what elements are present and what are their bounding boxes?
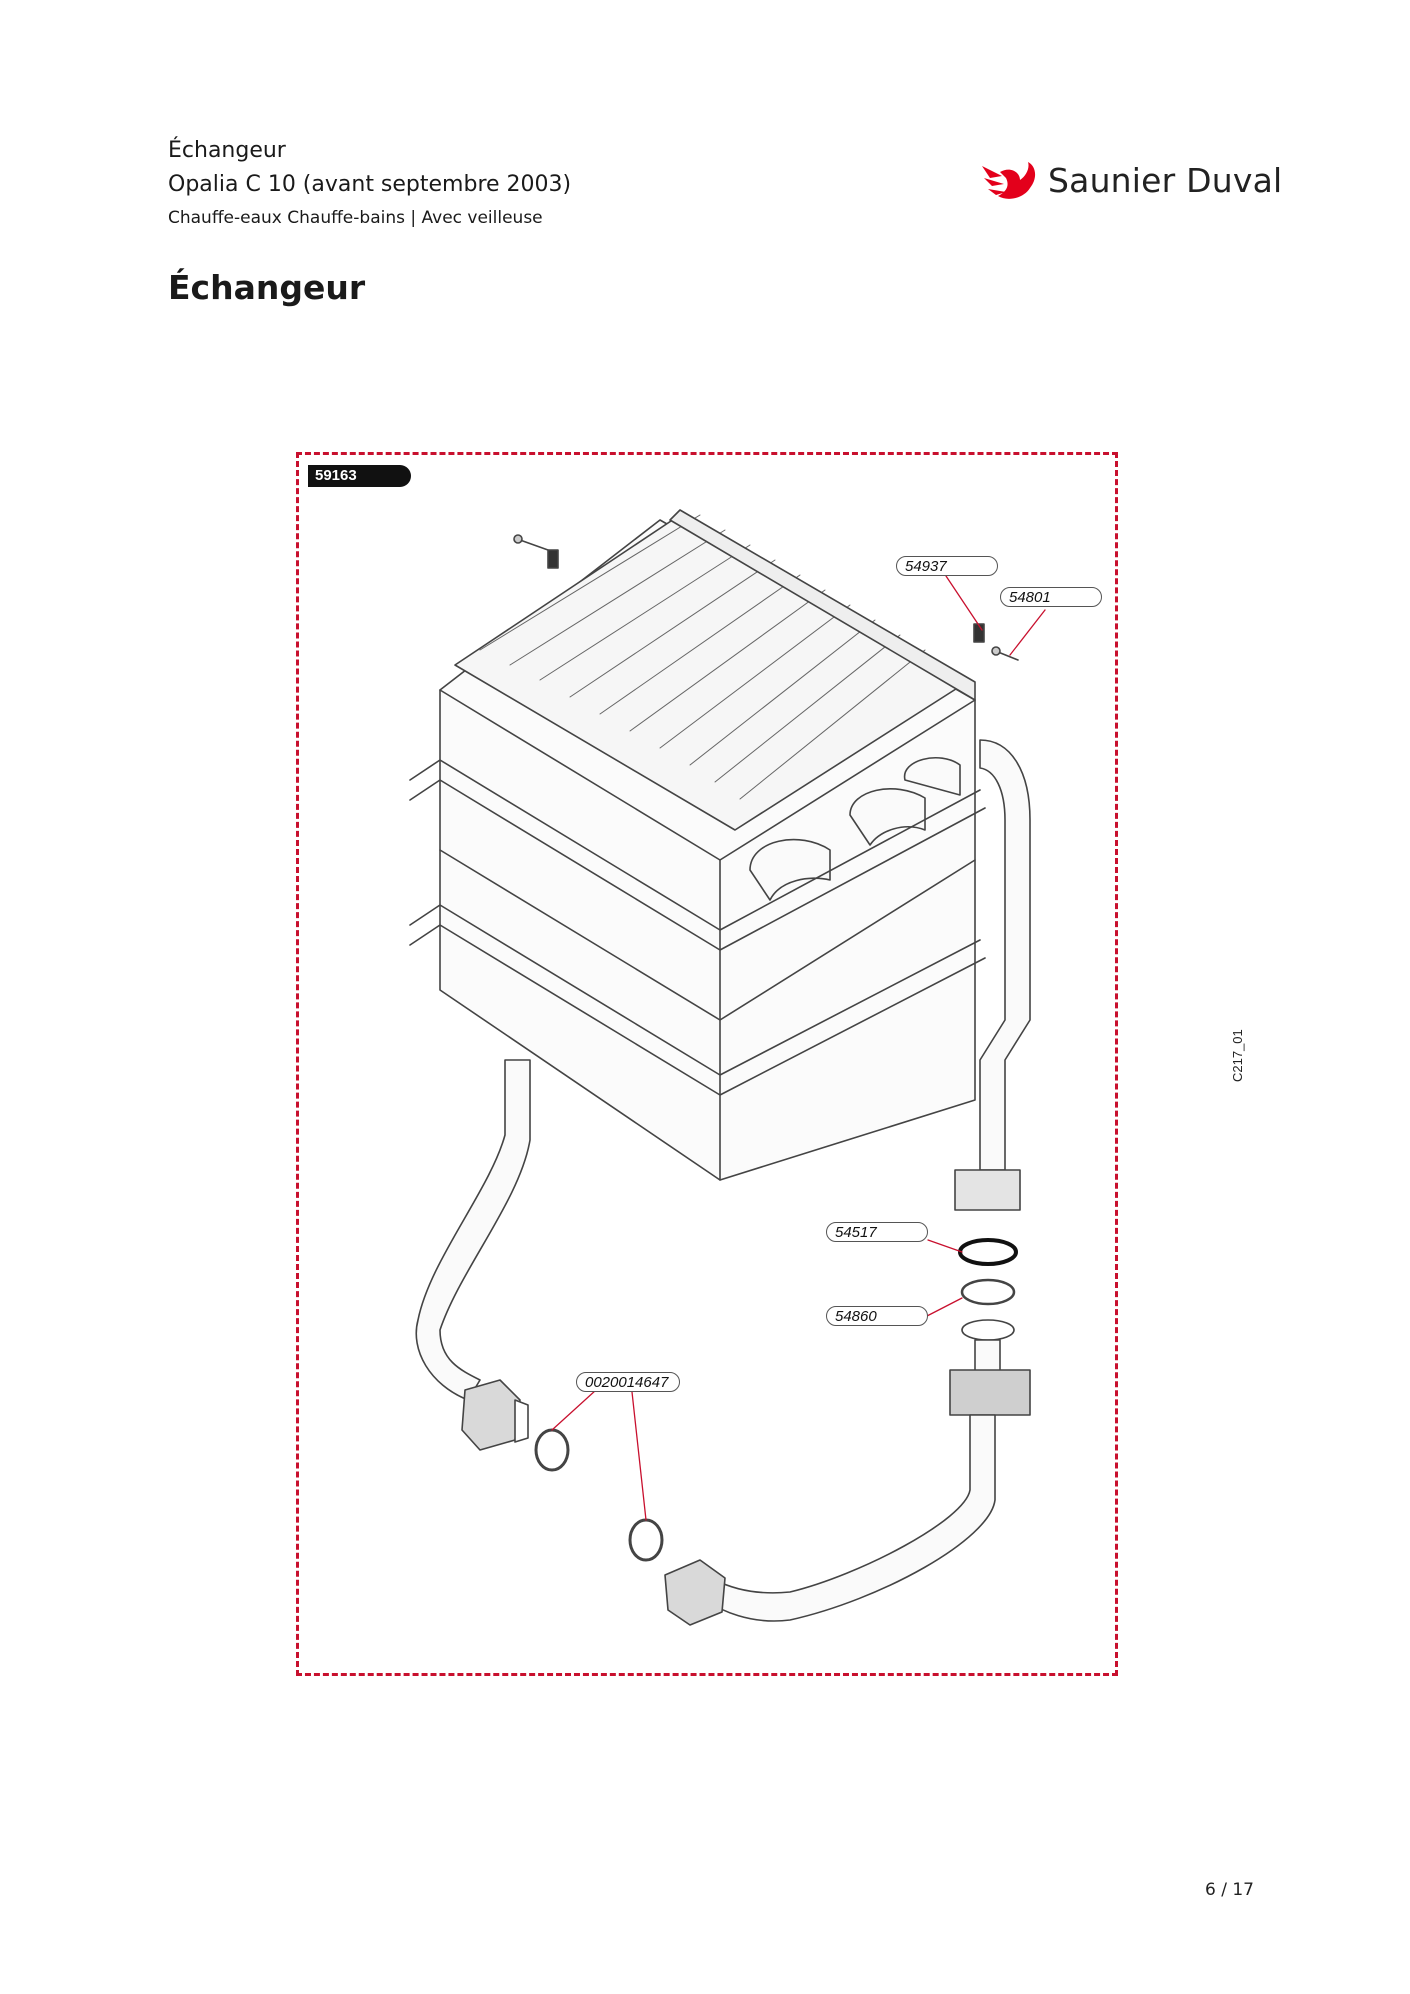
brand-name: Saunier Duval — [1048, 160, 1283, 200]
o-ring-thin — [960, 1278, 1016, 1306]
lower-nut — [664, 1559, 726, 1626]
screw-right — [973, 623, 1019, 661]
callout-54860: 54860 — [826, 1306, 928, 1326]
header-model: Opalia C 10 (avant septembre 2003) — [168, 172, 572, 197]
screw-top — [513, 534, 559, 569]
left-nut — [461, 1379, 521, 1451]
page-heading: Échangeur — [168, 268, 366, 307]
header-category: Chauffe-eaux Chauffe-bains | Avec veille… — [168, 208, 543, 228]
page-number: 6 / 17 — [1205, 1880, 1254, 1900]
callout-54937: 54937 — [896, 556, 998, 576]
tube-bends — [749, 757, 961, 901]
lower-u-pipe — [704, 1414, 996, 1622]
o-ring-lower — [628, 1518, 664, 1562]
left-pipe — [415, 1059, 531, 1401]
right-nut — [954, 1169, 1021, 1211]
o-ring-left — [534, 1428, 570, 1472]
brand-logo: Saunier Duval — [980, 158, 1282, 202]
document-header: Échangeur Opalia C 10 (avant septembre 2… — [168, 134, 571, 234]
bird-logo-icon — [982, 162, 1036, 199]
diagram-frame — [296, 452, 1118, 1676]
drawing-code: C217_01 — [1230, 1029, 1245, 1082]
callout-54517: 54517 — [826, 1222, 928, 1242]
right-pipe — [979, 739, 1031, 1171]
assembly-reference-badge: 59163 — [308, 465, 411, 487]
union-nut — [949, 1369, 1031, 1416]
callout-54801: 54801 — [1000, 587, 1102, 607]
callout-0020014647: 0020014647 — [576, 1372, 680, 1392]
header-title: Échangeur — [168, 138, 286, 163]
gasket-ring — [958, 1238, 1018, 1266]
